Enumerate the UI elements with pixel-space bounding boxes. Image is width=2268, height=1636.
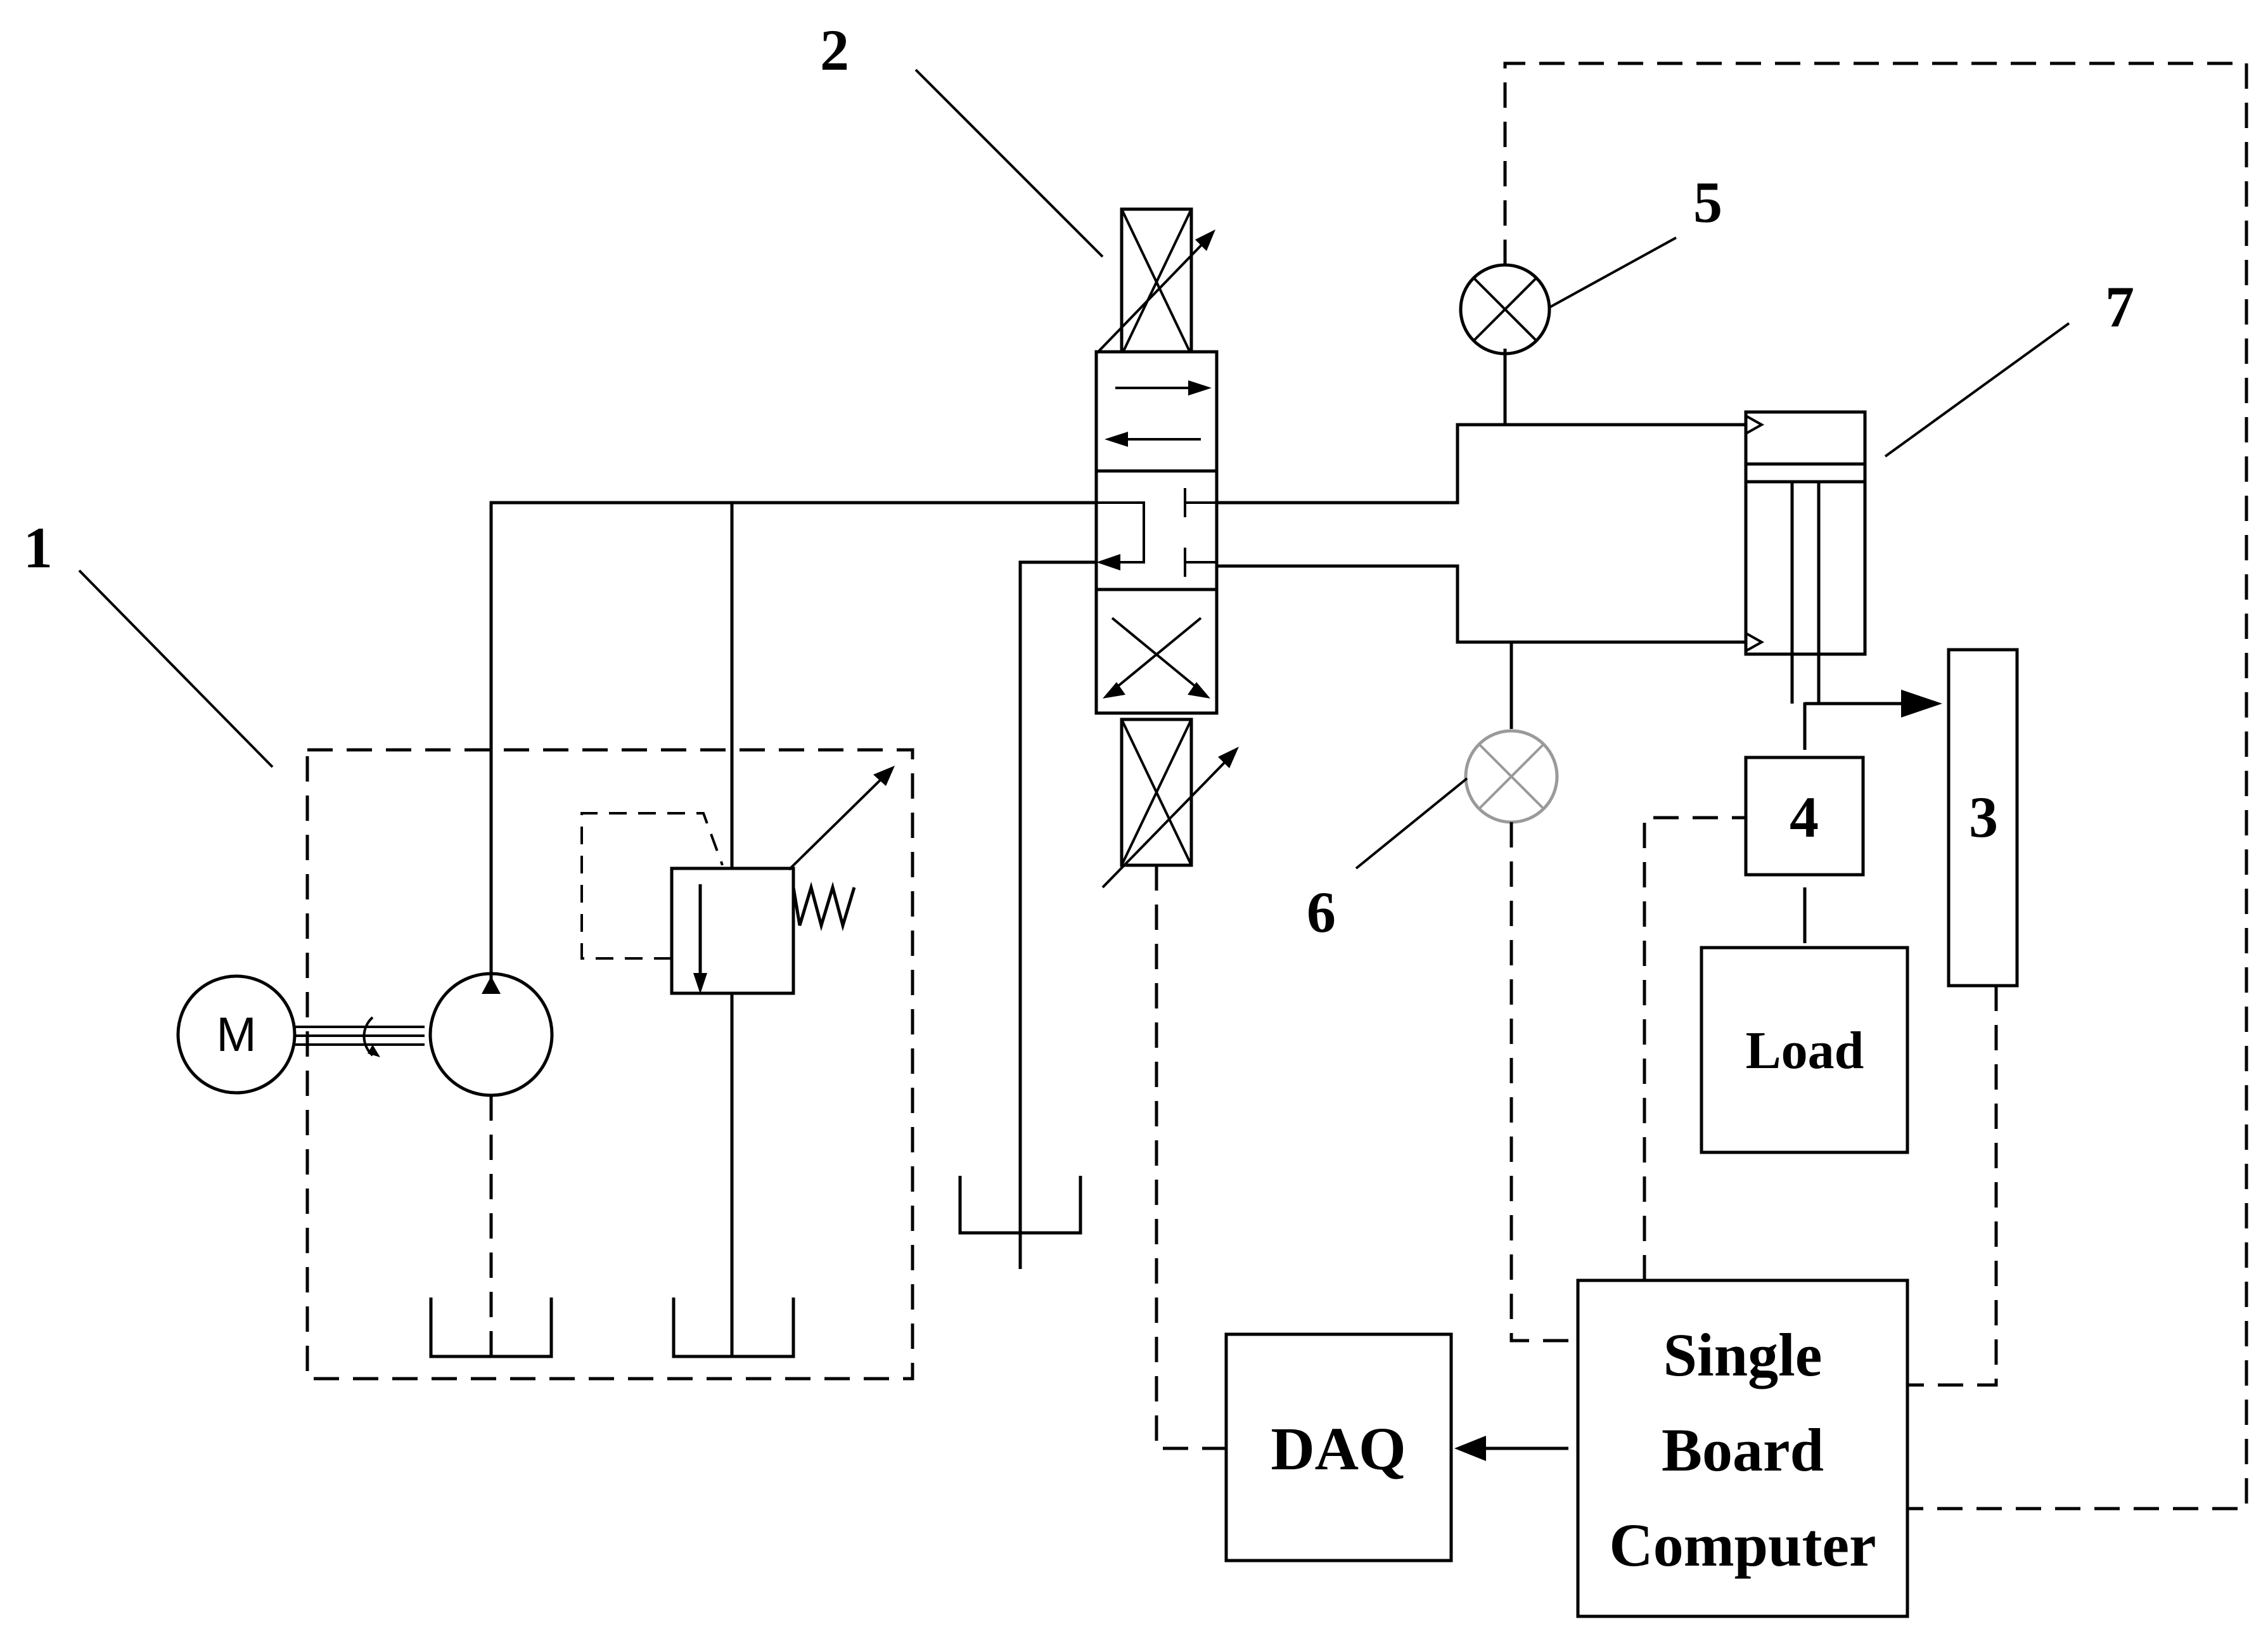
displacement-sensor-3 [1947, 648, 2019, 988]
shaft-coupling [295, 1016, 425, 1057]
hydraulic-cylinder [1744, 410, 1942, 750]
callout-4: 4 [1790, 785, 1819, 849]
power-unit-enclosure [305, 748, 914, 1381]
hydraulic-lines [489, 349, 1746, 1356]
daq-box [1224, 1332, 1453, 1562]
callout-6: 6 [1307, 880, 1336, 944]
motor-label: M [216, 1008, 256, 1062]
computer-label-line3: Computer [1609, 1511, 1876, 1579]
relief-valve [580, 766, 895, 995]
load-label: Load [1746, 1021, 1864, 1080]
computer-label-line1: Single [1663, 1321, 1823, 1389]
callout-7: 7 [2105, 274, 2134, 339]
directional-control-valve [1094, 207, 1239, 889]
force-sensor-4 [1744, 756, 1865, 877]
single-board-computer-box [1576, 1279, 1909, 1618]
pressure-gauge-6 [1464, 729, 1559, 824]
hydraulic-pump [428, 972, 554, 1097]
relief-tank [672, 1298, 795, 1358]
signal-lines [1155, 61, 2248, 1510]
daq-label: DAQ [1271, 1415, 1406, 1483]
callout-1: 1 [23, 515, 53, 580]
pump-tank [429, 1298, 553, 1358]
pressure-gauge-5 [1459, 263, 1551, 356]
load-box [1700, 946, 1909, 1154]
callout-5: 5 [1693, 170, 1722, 235]
callout-leaders [78, 68, 2070, 870]
callout-2: 2 [820, 18, 849, 82]
electric-motor: M [176, 974, 297, 1095]
computer-label-line2: Board [1662, 1416, 1824, 1484]
callout-3: 3 [1969, 785, 1998, 849]
valve-tank [958, 1176, 1082, 1235]
